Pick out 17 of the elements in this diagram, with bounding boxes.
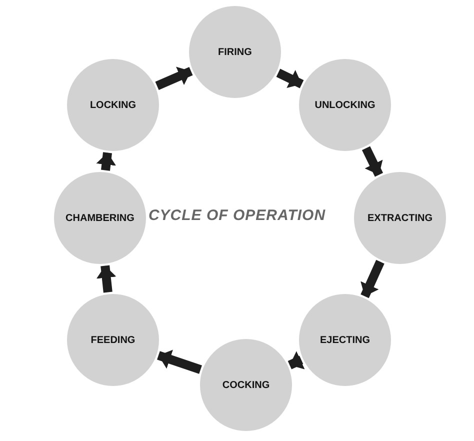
node-label: EXTRACTING <box>368 212 432 224</box>
diagram-title: CYCLE OF OPERATION <box>148 207 326 224</box>
node-label: FEEDING <box>90 334 136 346</box>
arrow <box>155 66 193 90</box>
arrow <box>96 152 116 171</box>
node-label: COCKING <box>222 380 270 390</box>
arrow <box>157 350 202 374</box>
node-label: FIRING <box>218 46 252 58</box>
node-label: LOCKING <box>90 100 136 110</box>
arrow <box>360 260 384 298</box>
arrow <box>276 68 304 88</box>
node-label: UNLOCKING <box>314 100 376 110</box>
node-label: CHAMBERING <box>66 212 134 224</box>
arrow <box>288 351 305 370</box>
arrow <box>96 265 116 293</box>
arrow <box>362 146 384 177</box>
node-label: EJECTING <box>320 334 370 346</box>
